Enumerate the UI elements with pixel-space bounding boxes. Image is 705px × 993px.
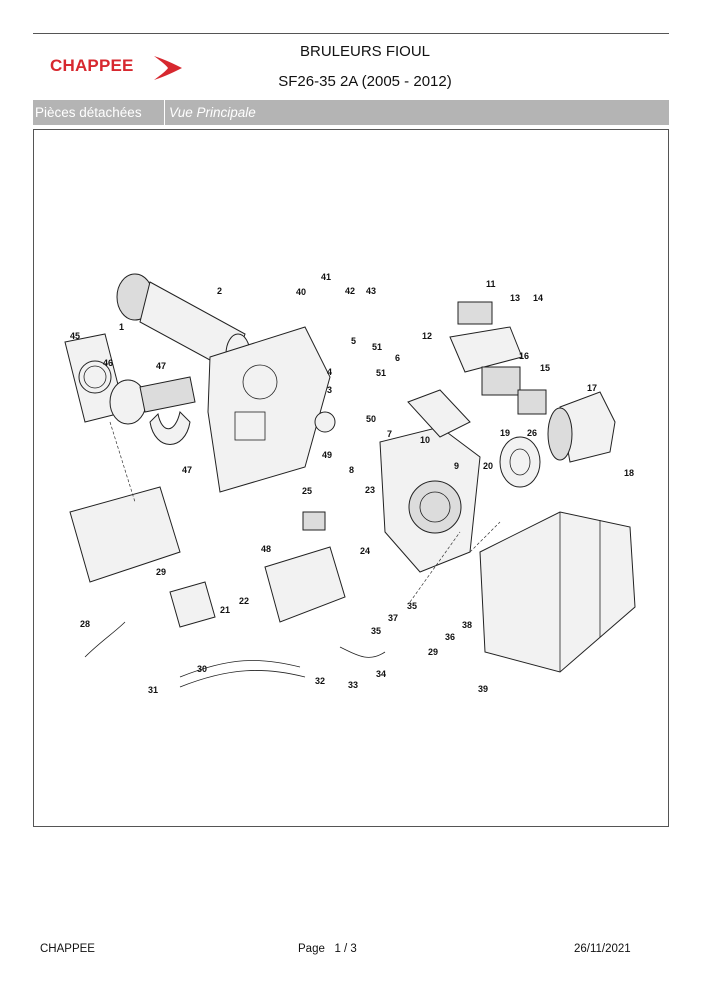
callout-47: 47 bbox=[156, 361, 166, 371]
burner-casing bbox=[479, 511, 636, 673]
assembly-line bbox=[409, 531, 461, 603]
callout-31: 31 bbox=[148, 685, 158, 695]
callout-18: 18 bbox=[624, 468, 634, 478]
fuel-hose bbox=[179, 660, 301, 678]
callout-4: 4 bbox=[327, 367, 332, 377]
callout-24: 24 bbox=[360, 546, 370, 556]
callout-28: 28 bbox=[80, 619, 90, 629]
fuel-hose-2 bbox=[179, 670, 306, 688]
photocell-cable bbox=[339, 646, 386, 658]
diagram-frame bbox=[33, 129, 669, 827]
top-rule bbox=[33, 33, 669, 34]
footer-page-label: Page bbox=[298, 943, 325, 955]
capacitor bbox=[302, 511, 326, 531]
callout-15: 15 bbox=[540, 363, 550, 373]
callout-12: 12 bbox=[422, 331, 432, 341]
callout-45: 45 bbox=[70, 331, 80, 341]
top-cover bbox=[407, 389, 471, 438]
callout-29: 29 bbox=[156, 567, 166, 577]
callout-32: 32 bbox=[315, 676, 325, 686]
callout-33: 33 bbox=[348, 680, 358, 690]
section-view: Vue Principale bbox=[169, 105, 256, 120]
oil-pump bbox=[169, 581, 216, 628]
callout-7: 7 bbox=[387, 429, 392, 439]
callout-19: 19 bbox=[500, 428, 510, 438]
assembly-line bbox=[469, 521, 501, 553]
exploded-view-diagram: 1 2 3 4 5 6 7 8 9 10 11 12 13 14 15 16 1… bbox=[64, 272, 636, 695]
combustion-head bbox=[264, 546, 346, 623]
callout-51b: 51 bbox=[376, 368, 386, 378]
callout-38: 38 bbox=[462, 620, 472, 630]
callout-29b: 29 bbox=[428, 647, 438, 657]
ignition-transformer bbox=[457, 301, 493, 325]
callout-50: 50 bbox=[366, 414, 376, 424]
section-bar: Pièces détachées Vue Principale bbox=[33, 100, 669, 125]
callout-35: 35 bbox=[407, 601, 417, 611]
page-title: BRULEURS FIOUL bbox=[299, 43, 431, 60]
callout-11: 11 bbox=[486, 279, 496, 289]
callout-35b: 35 bbox=[371, 626, 381, 636]
callout-41: 41 bbox=[321, 272, 331, 282]
callout-49: 49 bbox=[322, 450, 332, 460]
callout-48: 48 bbox=[261, 544, 271, 554]
callout-5: 5 bbox=[351, 336, 356, 346]
control-plate bbox=[449, 326, 523, 373]
callout-17: 17 bbox=[587, 383, 597, 393]
chappee-logo: CHAPPEE bbox=[50, 52, 190, 88]
fan-housing bbox=[379, 426, 481, 573]
callout-1: 1 bbox=[119, 322, 124, 332]
callout-30: 30 bbox=[197, 664, 207, 674]
assembly-line bbox=[109, 421, 136, 503]
air-damper bbox=[314, 411, 336, 433]
callout-14: 14 bbox=[533, 293, 543, 303]
callout-46: 46 bbox=[103, 358, 113, 368]
callout-21: 21 bbox=[220, 605, 230, 615]
section-category: Pièces détachées bbox=[33, 100, 165, 125]
callout-37: 37 bbox=[388, 613, 398, 623]
callout-3: 3 bbox=[327, 385, 332, 395]
callout-23: 23 bbox=[365, 485, 375, 495]
callout-8: 8 bbox=[349, 465, 354, 475]
footer-brand: CHAPPEE bbox=[40, 943, 95, 955]
terminal-block bbox=[481, 366, 521, 396]
callout-20: 20 bbox=[483, 461, 493, 471]
footer-date: 26/11/2021 bbox=[574, 943, 631, 955]
air-box bbox=[69, 486, 181, 583]
logo-swoosh-icon bbox=[154, 56, 182, 80]
callout-51: 51 bbox=[372, 342, 382, 352]
callout-2: 2 bbox=[217, 286, 222, 296]
nozzle-line bbox=[84, 621, 126, 658]
callout-25: 25 bbox=[302, 486, 312, 496]
page-subtitle: SF26-35 2A (2005 - 2012) bbox=[278, 73, 452, 90]
footer-page-value: 1 / 3 bbox=[334, 943, 357, 955]
callout-40: 40 bbox=[296, 287, 306, 297]
callout-39: 39 bbox=[478, 684, 488, 694]
logo-text: CHAPPEE bbox=[50, 56, 134, 75]
callout-26: 26 bbox=[527, 428, 537, 438]
callout-43: 43 bbox=[366, 286, 376, 296]
support-bracket bbox=[139, 376, 196, 445]
callout-36: 36 bbox=[445, 632, 455, 642]
callout-22: 22 bbox=[239, 596, 249, 606]
callout-9: 9 bbox=[454, 461, 459, 471]
callout-13: 13 bbox=[510, 293, 520, 303]
callout-34: 34 bbox=[376, 669, 386, 679]
callout-6: 6 bbox=[395, 353, 400, 363]
callout-16: 16 bbox=[519, 351, 529, 361]
callout-47b: 47 bbox=[182, 465, 192, 475]
fan-wheel bbox=[499, 436, 541, 488]
control-relay bbox=[517, 389, 547, 415]
callout-10: 10 bbox=[420, 435, 430, 445]
motor bbox=[547, 391, 616, 463]
footer-page: Page 1 / 3 bbox=[298, 943, 357, 955]
callout-42: 42 bbox=[345, 286, 355, 296]
mounting-plate bbox=[207, 326, 331, 493]
